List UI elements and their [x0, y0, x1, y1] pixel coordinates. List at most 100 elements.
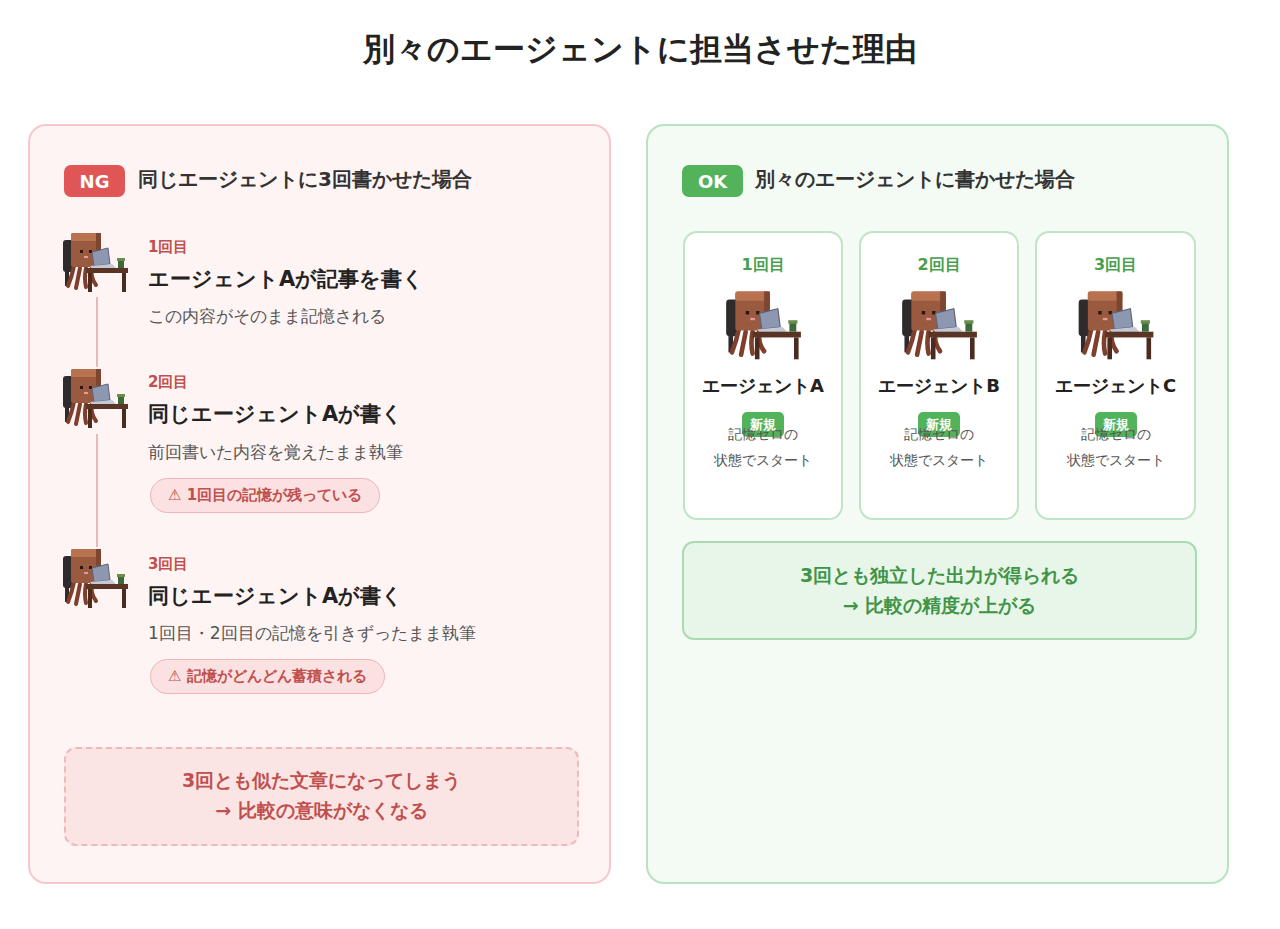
agent-card: 2回目エージェントB記憶ゼロの 状態でスタート新規: [859, 231, 1019, 520]
avatar-part: [1104, 332, 1105, 354]
avatar-part: [902, 300, 914, 337]
avatar-part: [1112, 309, 1133, 330]
avatar-part: [926, 318, 931, 320]
avatar-part: [85, 268, 86, 287]
avatar-part: [794, 337, 799, 359]
avatar-part: [90, 580, 116, 585]
avatar-part: [760, 309, 781, 330]
avatar-part: [89, 250, 92, 253]
avatar-part: [757, 327, 787, 333]
badge-text: 新規: [926, 416, 952, 434]
step-text: この内容がそのまま記憶される: [148, 305, 386, 327]
avatar-part: [1079, 300, 1091, 337]
avatar-part: [92, 564, 110, 582]
avatar-part: [76, 268, 80, 288]
avatar-part: [118, 576, 124, 584]
avatar-part: [908, 329, 915, 352]
node-text: 3回とも似た文章になってしまう: [182, 768, 461, 793]
agent-avatar: [726, 291, 801, 359]
avatar-part: [96, 369, 101, 403]
avatar-part: [76, 584, 80, 604]
avatar-part: [68, 402, 74, 422]
agent-card: 1回目エージェントA記憶ゼロの 状態でスタート新規: [683, 231, 843, 520]
avatar-part: [117, 258, 125, 261]
avatar-part: [88, 273, 92, 292]
avatar-part: [89, 566, 92, 569]
avatar-part: [71, 369, 101, 377]
badge-text: 新規: [1103, 416, 1129, 434]
node-text: 別々のエージェントに書かせた場合: [755, 166, 1075, 192]
avatar-part: [788, 320, 797, 323]
avatar-part: [71, 233, 101, 267]
avatar-part: [63, 556, 73, 588]
agent-card: 3回目エージェントC記憶ゼロの 状態でスタート新規: [1035, 231, 1196, 520]
avatar-part: [118, 396, 124, 404]
avatar-part: [96, 233, 101, 267]
conclusion-box: 3回とも似た文章になってしまう→ 比較の意味がなくなる: [64, 747, 579, 846]
warning-pill: ⚠ 1回目の記憶が残っている: [150, 478, 380, 513]
avatar-part: [735, 291, 770, 330]
avatar-part: [1084, 329, 1091, 352]
warning-pill: ⚠ 記憶がどんどん蓄積される: [150, 659, 385, 694]
avatar-part: [965, 323, 972, 332]
badge-text: ⚠ 記憶がどんどん蓄積される: [168, 667, 367, 686]
avatar-part: [1111, 331, 1116, 352]
step-text: 1回目・2回目の記憶を引きずったまま執筆: [148, 622, 476, 644]
agent-avatar: [63, 233, 128, 292]
avatar-part: [84, 256, 88, 258]
page-title: 別々のエージェントに担当させた理由: [0, 28, 1280, 72]
avatar-part: [85, 584, 86, 603]
step-text: 同じエージェントAが書く: [148, 583, 403, 610]
avatar-part: [751, 332, 752, 354]
avatar-part: [84, 392, 88, 394]
avatar-part: [76, 404, 80, 424]
avatar-part: [118, 260, 124, 268]
avatar-part: [117, 394, 125, 397]
avatar-part: [68, 266, 74, 286]
avatar-part: [86, 404, 128, 409]
avatar-part: [90, 400, 116, 405]
avatar-part: [63, 240, 73, 272]
timeline-line: [96, 297, 98, 367]
avatar-part: [904, 334, 909, 352]
avatar-part: [1142, 323, 1149, 332]
node-text: 同じエージェントに3回書かせた場合: [138, 166, 472, 192]
avatar-part: [732, 329, 739, 352]
avatar-part: [71, 549, 101, 557]
avatar-part: [933, 327, 963, 333]
avatar-part: [935, 331, 940, 352]
avatar-part: [746, 311, 749, 314]
badge-text: OK: [698, 171, 727, 192]
node-text: 3回目: [1094, 255, 1137, 276]
avatar-part: [1109, 311, 1112, 314]
step-number: 2回目: [148, 373, 188, 393]
avatar-part: [122, 589, 126, 608]
avatar-part: [65, 270, 69, 286]
step-text: 前回書いた内容を覚えたまま執筆: [148, 441, 403, 463]
node-text: エージェントC: [1055, 374, 1176, 397]
avatar-part: [96, 549, 101, 583]
avatar-part: [85, 404, 86, 423]
step-text: 同じエージェントAが書く: [148, 401, 403, 428]
node-text: 1回目: [741, 255, 784, 276]
agent-avatar: [63, 369, 128, 428]
avatar-part: [90, 264, 116, 269]
avatar-part: [71, 369, 101, 403]
ok-badge: OK: [682, 165, 743, 197]
avatar-part: [1103, 318, 1108, 320]
avatar-part: [71, 233, 101, 241]
avatar-part: [911, 291, 946, 330]
avatar-part: [789, 323, 796, 332]
avatar-part: [759, 331, 764, 352]
avatar-part: [89, 386, 92, 389]
avatar-part: [753, 332, 801, 338]
avatar-part: [741, 332, 746, 355]
avatar-part: [929, 332, 977, 338]
node-text: 3回とも独立した出力が得られる: [800, 563, 1079, 588]
avatar-part: [1107, 337, 1112, 359]
step-text: エージェントAが記事を書く: [148, 266, 424, 293]
avatar-part: [117, 574, 125, 577]
avatar-part: [71, 549, 101, 583]
avatar-part: [1141, 320, 1150, 323]
avatar-part: [68, 582, 74, 602]
